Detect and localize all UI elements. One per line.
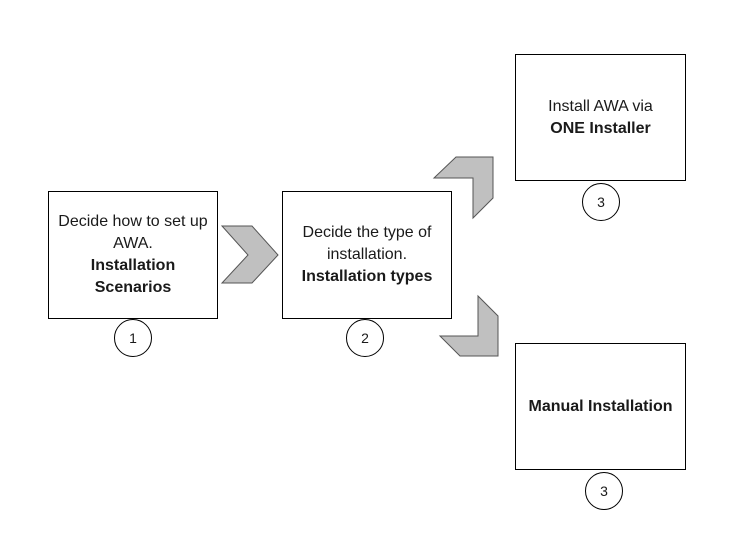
step-3b-link-label[interactable]: Manual Installation: [528, 397, 673, 415]
step-3a-number: 3: [582, 183, 620, 221]
step-3a-link-label[interactable]: ONE Installer: [550, 119, 651, 137]
step-1-number: 1: [114, 319, 152, 357]
step-3-one-installer-box: Install AWA via ONE Installer: [515, 54, 686, 181]
chevron-right-arrow: [220, 225, 279, 284]
step-3-manual-installation-box: Manual Installation: [515, 343, 686, 470]
step-3b-number: 3: [585, 472, 623, 510]
step-2-text: Decide the type of installation.: [302, 224, 432, 263]
bent-arrow-up-right: [432, 156, 494, 220]
step-3a-text: Install AWA via: [548, 97, 653, 115]
bent-arrow-down-right: [438, 294, 499, 357]
step-1-box: Decide how to set up AWA. Installation S…: [48, 191, 218, 319]
step-1-text: Decide how to set up AWA.: [58, 213, 208, 252]
step-1-link-label[interactable]: Installation Scenarios: [90, 257, 176, 296]
step-2-number: 2: [346, 319, 384, 357]
step-2-link-label[interactable]: Installation types: [301, 268, 433, 285]
step-2-box: Decide the type of installation. Install…: [282, 191, 452, 319]
